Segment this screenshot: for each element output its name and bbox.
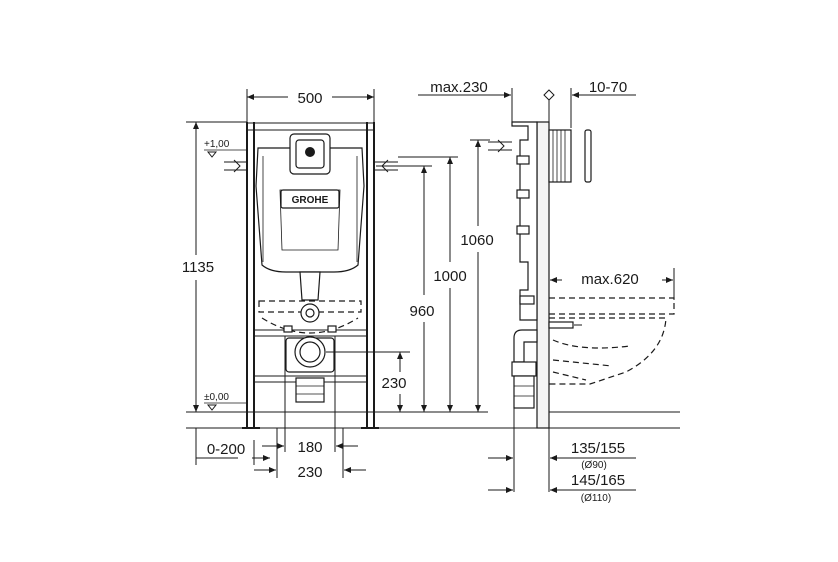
- toilet-outline-side: [548, 297, 675, 385]
- brand-label: GROHE: [292, 195, 329, 206]
- wall-range-10-70: 10-70: [589, 79, 627, 96]
- outlets: [283, 303, 337, 403]
- offset-dimension: 0-200: [207, 441, 245, 458]
- level-zero: ±0,00: [204, 392, 229, 403]
- drain-135-155: 135/155: [571, 440, 625, 457]
- height-960: 960: [409, 303, 434, 320]
- projection-max-620: max.620: [581, 271, 639, 288]
- level-top: +1,00: [204, 139, 230, 150]
- outlet-height-230: 230: [381, 375, 406, 392]
- side-view: max.230 10-70 max.620 135/155: [418, 79, 680, 504]
- depth-max-230: max.230: [430, 79, 488, 96]
- spacing-180: 180: [297, 439, 322, 456]
- height-1060: 1060: [460, 232, 493, 249]
- front-view: GROHE 500: [182, 89, 680, 481]
- drain-dia-110: (Ø110): [581, 493, 611, 504]
- toilet-outline-front: [258, 300, 362, 313]
- water-inlets: [224, 159, 398, 173]
- height-1000: 1000: [433, 268, 466, 285]
- width-dimension: 500: [297, 90, 322, 107]
- cistern: GROHE: [255, 133, 365, 301]
- wall-panel: [536, 121, 550, 429]
- height-dimension: 1135: [182, 259, 214, 276]
- drain-145-165: 145/165: [571, 472, 625, 489]
- side-frame: [511, 121, 538, 409]
- flush-plate-side: [548, 129, 592, 183]
- spacing-230-bottom: 230: [297, 464, 322, 481]
- drain-dia-90: (Ø90): [581, 460, 607, 471]
